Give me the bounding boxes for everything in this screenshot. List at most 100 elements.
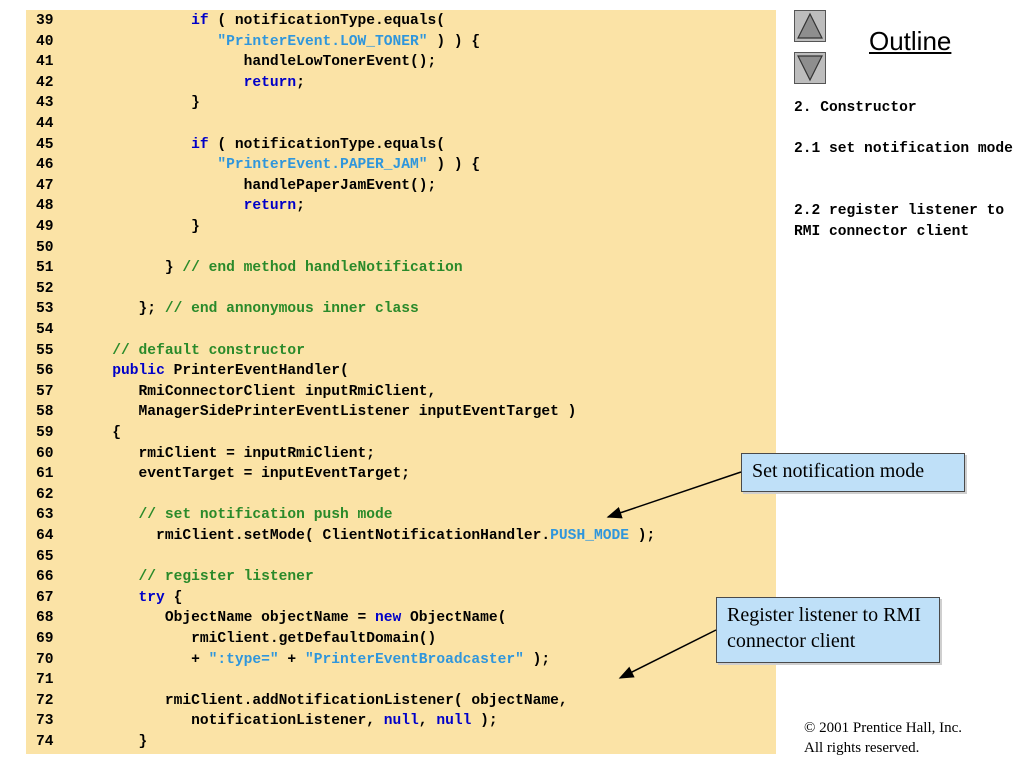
code-text bbox=[86, 137, 191, 153]
code-string: "PrinterEvent.PAPER_JAM" bbox=[217, 157, 428, 174]
previous-slide-button[interactable] bbox=[794, 10, 826, 42]
code-text: rmiClient.setMode( ClientNotificationHan… bbox=[86, 528, 551, 544]
code-line: 39 if ( notificationType.equals( bbox=[26, 11, 445, 32]
code-line: 47 handlePaperJamEvent(); bbox=[26, 176, 436, 197]
code-keyword: null bbox=[383, 713, 419, 730]
code-string: "PrinterEvent.LOW_TONER" bbox=[217, 33, 428, 50]
line-number: 46 bbox=[36, 157, 54, 174]
code-listing-panel: 39 if ( notificationType.equals(40 "Prin… bbox=[26, 10, 776, 754]
code-keyword: return bbox=[243, 74, 297, 91]
code-text: ); bbox=[471, 713, 498, 730]
next-slide-button[interactable] bbox=[794, 52, 826, 84]
code-comment: // end method handleNotification bbox=[182, 260, 463, 277]
code-line: 63 // set notification push mode bbox=[26, 505, 393, 526]
code-text: RmiConnectorClient inputRmiClient, bbox=[86, 383, 437, 400]
line-number: 61 bbox=[36, 466, 54, 483]
code-line: 55 // default constructor bbox=[26, 341, 305, 362]
code-text: { bbox=[86, 425, 122, 441]
line-number: 71 bbox=[36, 672, 54, 689]
line-number: 52 bbox=[36, 280, 54, 297]
code-line: 68 ObjectName objectName = new ObjectNam… bbox=[26, 608, 506, 629]
code-keyword: if bbox=[191, 136, 209, 153]
code-comment: // set notification push mode bbox=[138, 507, 393, 524]
code-keyword: return bbox=[243, 198, 297, 215]
triangle-down-icon bbox=[797, 55, 823, 82]
code-line: 49 } bbox=[26, 217, 200, 238]
code-string: ":type=" bbox=[208, 651, 279, 668]
code-text: } bbox=[86, 734, 148, 750]
code-line: 66 // register listener bbox=[26, 567, 314, 588]
code-text bbox=[86, 75, 244, 91]
line-number: 65 bbox=[36, 548, 54, 565]
line-number: 73 bbox=[36, 713, 54, 730]
line-number: 72 bbox=[36, 692, 54, 709]
code-line: 41 handleLowTonerEvent(); bbox=[26, 52, 436, 73]
line-number: 67 bbox=[36, 589, 54, 606]
code-line: 40 "PrinterEvent.LOW_TONER" ) ) { bbox=[26, 32, 480, 53]
line-number: 70 bbox=[36, 651, 54, 668]
line-number: 50 bbox=[36, 239, 54, 256]
line-number: 63 bbox=[36, 507, 54, 524]
code-text: rmiClient.addNotificationListener( objec… bbox=[86, 692, 568, 709]
code-keyword: try bbox=[138, 589, 165, 606]
code-line: 58 ManagerSidePrinterEventListener input… bbox=[26, 402, 576, 423]
callout-register-listener: Register listener to RMI connector clien… bbox=[716, 597, 940, 663]
code-text: rmiClient.getDefaultDomain() bbox=[86, 631, 437, 647]
line-number: 68 bbox=[36, 610, 54, 627]
code-keyword: new bbox=[375, 610, 402, 627]
line-number: 59 bbox=[36, 425, 54, 441]
outline-item-register-listener: 2.2 register listener to RMI connector c… bbox=[794, 203, 1013, 240]
outline-item-constructor: 2. Constructor bbox=[794, 100, 917, 116]
code-line: 56 public PrinterEventHandler( bbox=[26, 361, 349, 382]
line-number: 44 bbox=[36, 116, 54, 132]
line-number: 55 bbox=[36, 342, 54, 359]
code-line: 42 return; bbox=[26, 73, 305, 94]
code-line: 73 notificationListener, null, null ); bbox=[26, 711, 498, 732]
line-number: 66 bbox=[36, 569, 54, 586]
code-line: 46 "PrinterEvent.PAPER_JAM" ) ) { bbox=[26, 155, 480, 176]
code-text bbox=[86, 343, 112, 359]
line-number: 56 bbox=[36, 363, 54, 380]
code-line: 54 bbox=[26, 320, 86, 341]
code-line: 48 return; bbox=[26, 196, 305, 217]
line-number: 47 bbox=[36, 177, 54, 194]
line-number: 64 bbox=[36, 528, 54, 544]
line-number: 40 bbox=[36, 33, 54, 50]
code-line: 74 } bbox=[26, 732, 147, 753]
code-line: 57 RmiConnectorClient inputRmiClient, bbox=[26, 382, 436, 403]
line-number: 43 bbox=[36, 95, 54, 112]
code-line: 62 bbox=[26, 485, 86, 506]
code-line: 52 bbox=[26, 279, 86, 300]
code-text: ) ) { bbox=[427, 33, 481, 50]
line-number: 51 bbox=[36, 260, 54, 277]
code-text: }; bbox=[86, 301, 165, 318]
code-text: } bbox=[86, 260, 183, 277]
line-number: 62 bbox=[36, 486, 54, 503]
code-text bbox=[86, 569, 139, 585]
code-text: { bbox=[164, 589, 183, 606]
copyright-notice: © 2001 Prentice Hall, Inc. All rights re… bbox=[804, 718, 962, 758]
code-text: ; bbox=[296, 198, 305, 215]
code-text: ObjectName objectName = bbox=[86, 610, 376, 627]
code-constant: PUSH_MODE bbox=[550, 528, 629, 544]
code-line: 65 bbox=[26, 547, 86, 568]
code-text: } bbox=[86, 95, 200, 112]
code-text bbox=[86, 157, 217, 173]
outline-title[interactable]: Outline bbox=[869, 26, 952, 56]
code-text bbox=[86, 13, 191, 29]
code-text: handleLowTonerEvent(); bbox=[86, 54, 437, 71]
code-text: ) ) { bbox=[427, 157, 481, 174]
copyright-line-2: All rights reserved. bbox=[804, 740, 920, 756]
code-text bbox=[86, 198, 244, 214]
code-line: 45 if ( notificationType.equals( bbox=[26, 135, 445, 156]
code-line: 51 } // end method handleNotification bbox=[26, 258, 463, 279]
line-number: 45 bbox=[36, 136, 54, 153]
code-keyword: if bbox=[191, 13, 209, 29]
code-text: ); bbox=[629, 528, 656, 544]
line-number: 49 bbox=[36, 219, 54, 235]
code-line: 64 rmiClient.setMode( ClientNotification… bbox=[26, 526, 655, 547]
code-text: ); bbox=[523, 651, 551, 668]
code-comment: // end annonymous inner class bbox=[164, 301, 419, 318]
code-string: "PrinterEventBroadcaster" bbox=[304, 651, 524, 668]
code-comment: // default constructor bbox=[112, 342, 305, 359]
